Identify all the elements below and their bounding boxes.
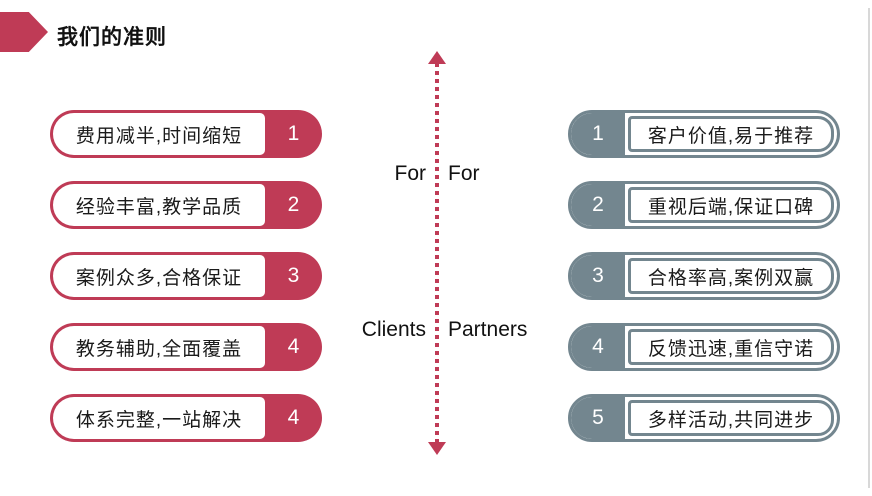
client-item-5-number: 4 [287, 406, 300, 429]
title-arrow-icon [0, 12, 48, 52]
client-item-4-number: 4 [287, 335, 300, 358]
label-for-partners-line1: For [448, 162, 480, 185]
client-item-5: 体系完整,一站解决 4 [50, 394, 322, 442]
client-item-3-text: 案例众多,合格保证 [53, 255, 265, 297]
partner-item-5: 5 多样活动,共同进步 [568, 394, 840, 442]
partner-item-5-text: 多样活动,共同进步 [628, 400, 834, 436]
partner-item-1-number: 1 [571, 113, 625, 155]
partner-item-2: 2 重视后端,保证口碑 [568, 181, 840, 229]
partner-item-5-number: 5 [571, 397, 625, 439]
label-for-clients-line2: Clients [361, 318, 426, 341]
label-for-partners-line2: Partners [448, 318, 528, 341]
partner-item-3: 3 合格率高,案例双赢 [568, 252, 840, 300]
client-item-3-number: 3 [287, 264, 300, 287]
partner-item-3-text: 合格率高,案例双赢 [628, 258, 834, 294]
client-item-3: 案例众多,合格保证 3 [50, 252, 322, 300]
client-item-4: 教务辅助,全面覆盖 4 [50, 323, 322, 371]
client-item-2: 经验丰富,教学品质 2 [50, 181, 322, 229]
dotted-divider-line [435, 63, 439, 442]
partner-item-2-number: 2 [571, 184, 625, 226]
client-item-2-text: 经验丰富,教学品质 [53, 184, 265, 226]
partner-item-4: 4 反馈迅速,重信守诺 [568, 323, 840, 371]
client-item-2-number: 2 [287, 193, 300, 216]
client-item-5-text: 体系完整,一站解决 [53, 397, 265, 439]
partner-item-1: 1 客户价值,易于推荐 [568, 110, 840, 158]
label-for-clients-line1: For [394, 162, 427, 185]
slide-edge-divider [868, 8, 870, 488]
partner-item-4-text: 反馈迅速,重信守诺 [628, 329, 834, 365]
arrow-down-icon [428, 442, 446, 455]
partner-item-1-text: 客户价值,易于推荐 [628, 116, 834, 152]
partner-item-3-number: 3 [571, 255, 625, 297]
client-item-1: 费用减半,时间缩短 1 [50, 110, 322, 158]
client-item-1-number: 1 [287, 122, 300, 145]
client-item-4-text: 教务辅助,全面覆盖 [53, 326, 265, 368]
page-title: 我们的准则 [57, 26, 167, 49]
partner-item-4-number: 4 [571, 326, 625, 368]
client-item-1-text: 费用减半,时间缩短 [53, 113, 265, 155]
partner-item-2-text: 重视后端,保证口碑 [628, 187, 834, 223]
arrow-up-icon [428, 51, 446, 64]
